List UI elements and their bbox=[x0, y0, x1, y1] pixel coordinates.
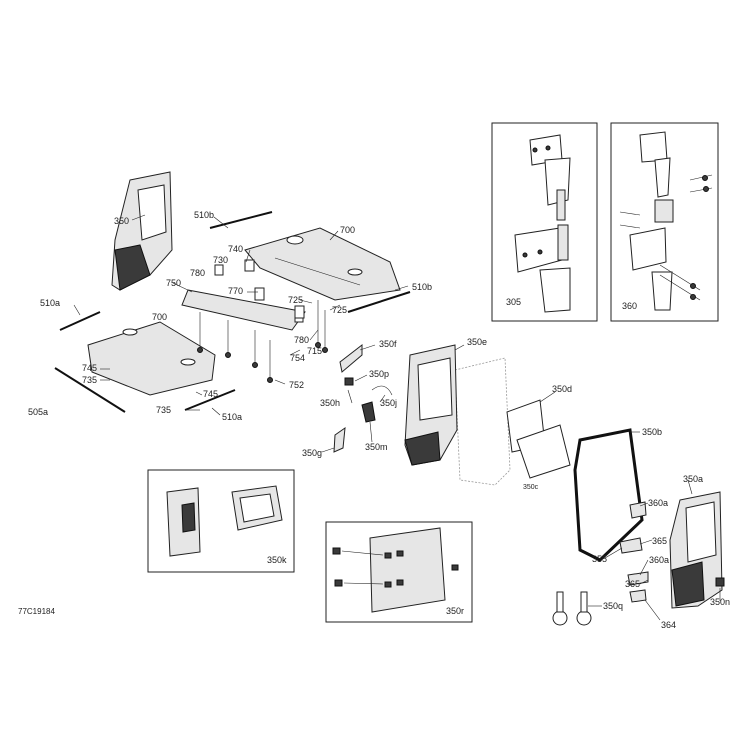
detail-panel-350r bbox=[325, 521, 473, 623]
callout-725-b: 725 bbox=[332, 305, 347, 315]
callout-365-bottom: 365 bbox=[625, 579, 640, 589]
callout-510b-top: 510b bbox=[194, 210, 214, 220]
callout-735-b: 735 bbox=[156, 405, 171, 415]
seal-strip-510a-bottom bbox=[184, 389, 236, 411]
callout-350a: 350a bbox=[683, 474, 703, 484]
callout-350j: 350j bbox=[380, 398, 397, 408]
detail-panel-350k bbox=[147, 469, 295, 573]
callout-510b-right: 510b bbox=[412, 282, 432, 292]
callout-745-b: 745 bbox=[203, 389, 218, 399]
callout-740: 740 bbox=[228, 244, 243, 254]
keys-350q bbox=[552, 591, 592, 626]
roof-panel-700-bottom bbox=[87, 321, 216, 396]
callout-730: 730 bbox=[213, 255, 228, 265]
callout-350k: 350k bbox=[267, 555, 287, 565]
fastener-column bbox=[197, 259, 328, 383]
callout-735-a: 735 bbox=[82, 375, 97, 385]
callout-350: 350 bbox=[114, 216, 129, 226]
roof-panel-700-top bbox=[244, 227, 401, 301]
callout-364: 364 bbox=[661, 620, 676, 630]
seal-strip-510a-left bbox=[59, 311, 101, 331]
seal-strip-510b-top bbox=[209, 211, 273, 229]
callout-350e: 350e bbox=[467, 337, 487, 347]
callout-350h: 350h bbox=[320, 398, 340, 408]
callout-725-a: 725 bbox=[288, 295, 303, 305]
detail-panel-360 bbox=[610, 122, 719, 322]
callout-350b: 350b bbox=[642, 427, 662, 437]
callout-510a-bottom: 510a bbox=[222, 412, 242, 422]
callout-350n: 350n bbox=[710, 597, 730, 607]
callout-360a-top: 360a bbox=[648, 498, 668, 508]
door-assembly-350e bbox=[404, 344, 511, 486]
door-350a bbox=[669, 491, 723, 609]
callout-700-bottom: 700 bbox=[152, 312, 167, 322]
callout-labels: 350 510b 740 730 700 780 750 770 725 725… bbox=[28, 210, 730, 630]
callout-750: 750 bbox=[166, 278, 181, 288]
callout-350p: 350p bbox=[369, 369, 389, 379]
detail-panel-305 bbox=[491, 122, 598, 322]
callout-360a-mid: 360a bbox=[649, 555, 669, 565]
callout-365-top: 365 bbox=[652, 536, 667, 546]
callout-350g: 350g bbox=[302, 448, 322, 458]
callout-752: 752 bbox=[289, 380, 304, 390]
callout-350c: 350c bbox=[523, 484, 539, 491]
callout-355: 355 bbox=[592, 554, 607, 564]
window-350c bbox=[516, 424, 571, 479]
callout-780-top: 780 bbox=[190, 268, 205, 278]
callout-350q: 350q bbox=[603, 601, 623, 611]
callout-350d: 350d bbox=[552, 384, 572, 394]
callout-350m: 350m bbox=[365, 442, 388, 452]
callout-510a-left: 510a bbox=[40, 298, 60, 308]
door-seal-350b bbox=[573, 428, 644, 562]
callout-715: 715 bbox=[307, 346, 322, 356]
callout-505a: 505a bbox=[28, 407, 48, 417]
callout-745-a: 745 bbox=[82, 363, 97, 373]
drawing-code: 77C19184 bbox=[18, 607, 55, 616]
callout-770: 770 bbox=[228, 286, 243, 296]
callout-780-bottom: 780 bbox=[294, 335, 309, 345]
callout-305: 305 bbox=[506, 297, 521, 307]
callout-350r: 350r bbox=[446, 606, 464, 616]
seal-strip-505a bbox=[54, 367, 126, 413]
callout-360: 360 bbox=[622, 301, 637, 311]
latch-parts-group bbox=[333, 343, 393, 453]
leader-lines bbox=[73, 214, 721, 621]
seal-strip-510b-right bbox=[347, 291, 411, 313]
callout-700-top: 700 bbox=[340, 225, 355, 235]
door-frame-350 bbox=[111, 171, 173, 291]
callout-754: 754 bbox=[290, 353, 305, 363]
callout-350f: 350f bbox=[379, 339, 397, 349]
